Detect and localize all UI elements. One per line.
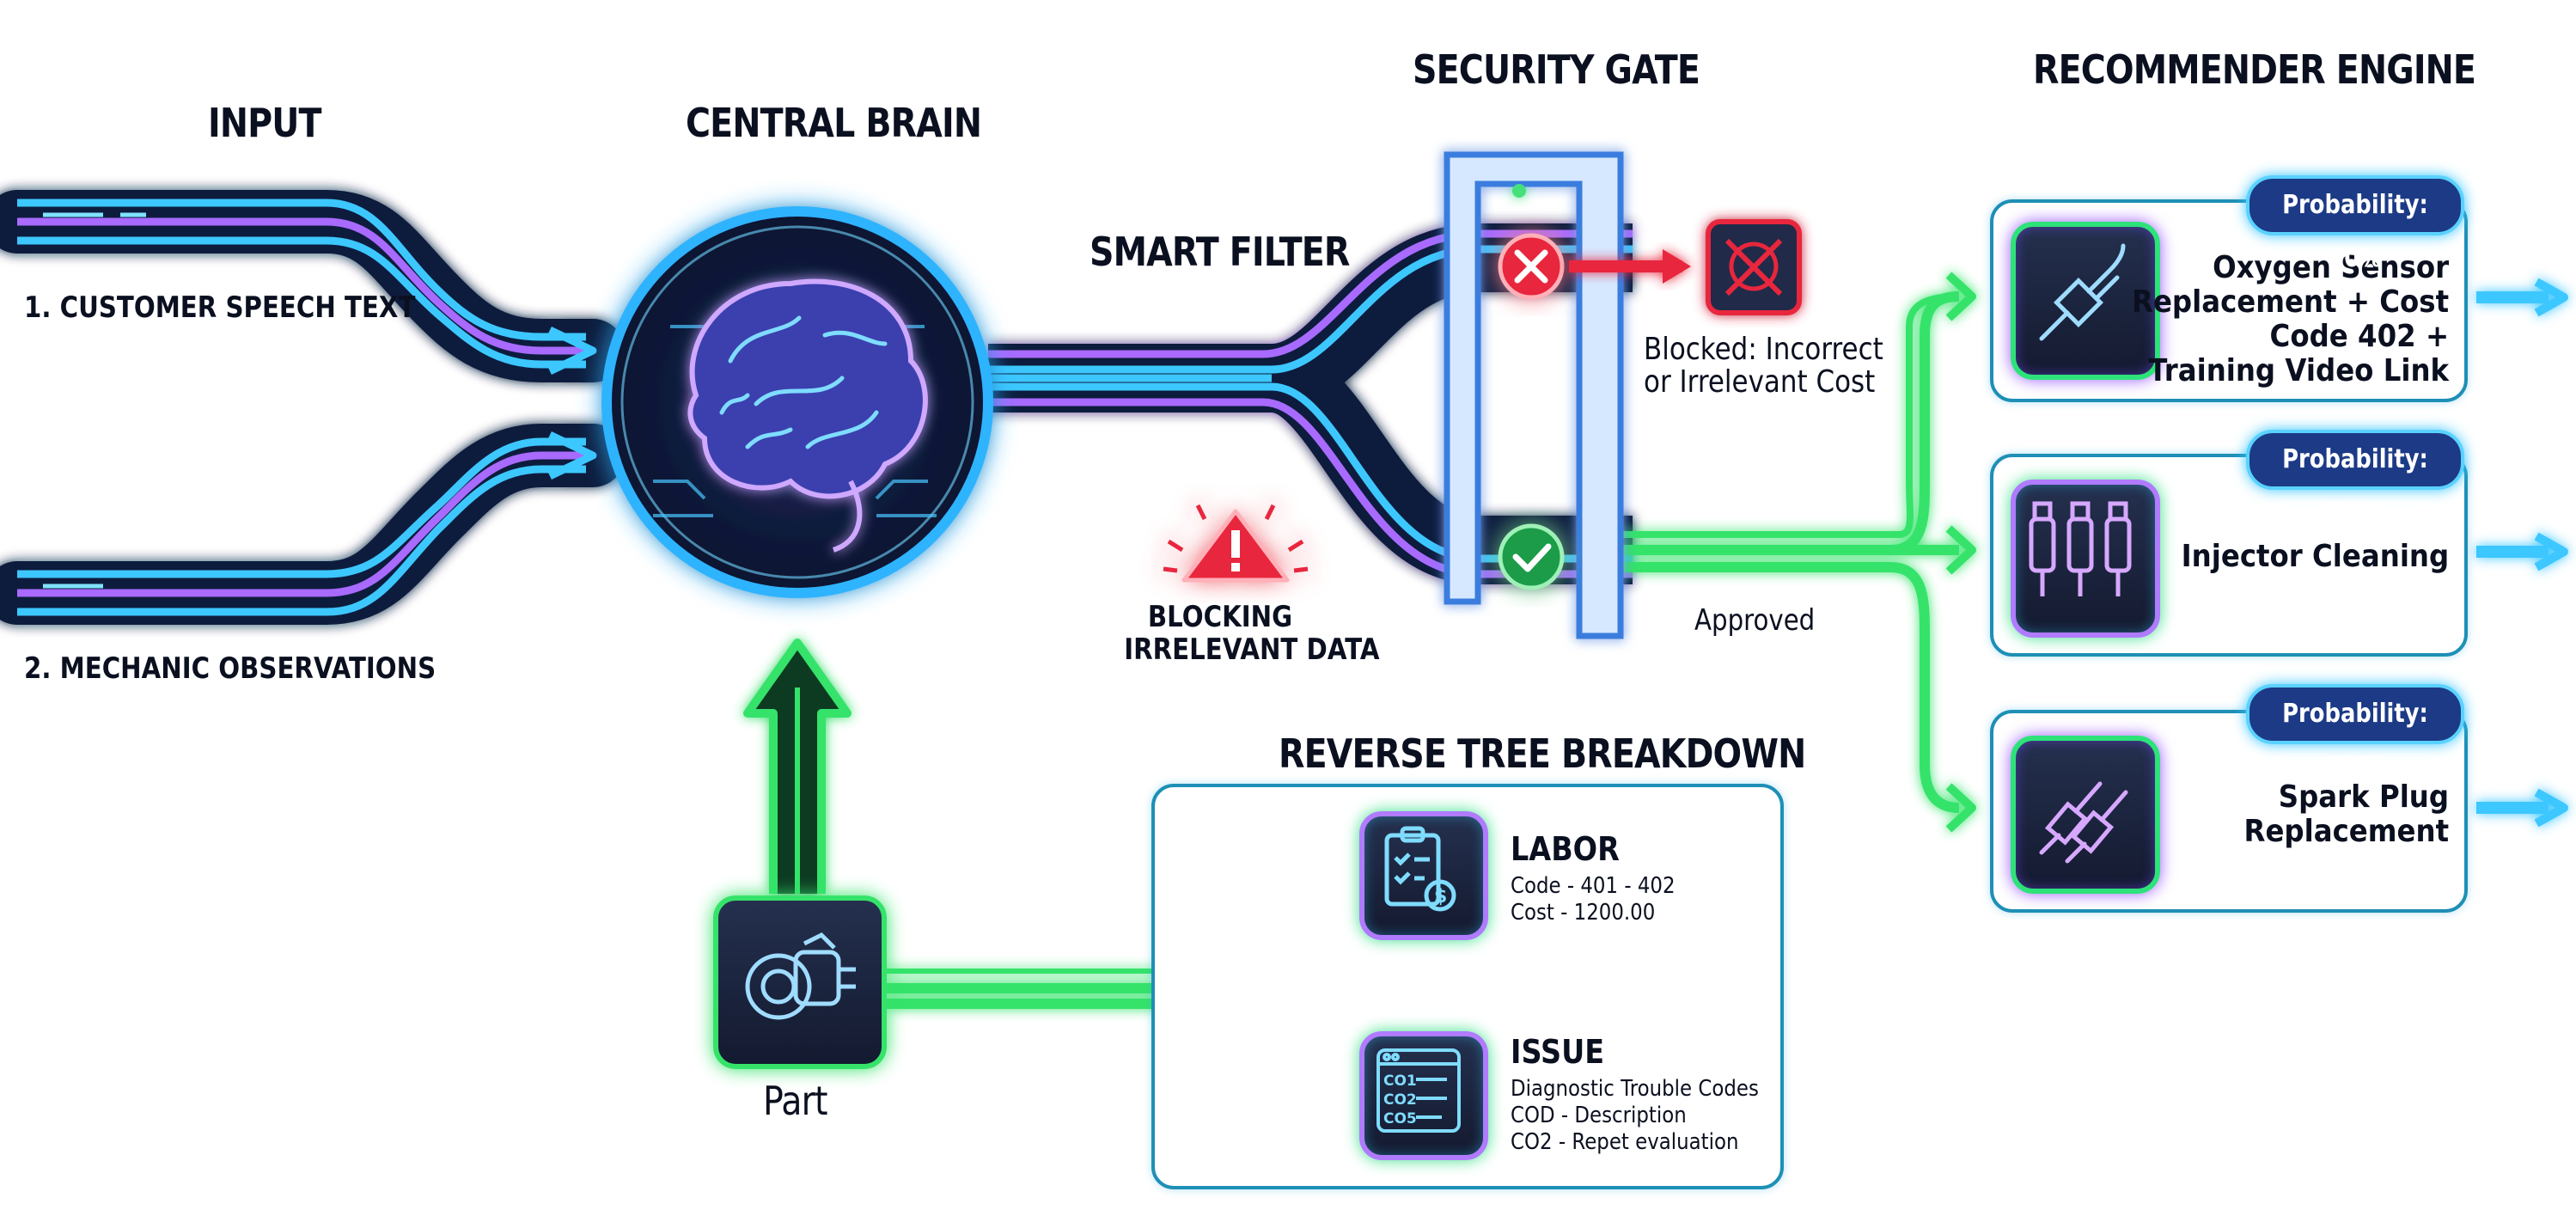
clipboard-cost-icon: $ (1359, 811, 1488, 940)
issue-line-2: COD - Description (1511, 1103, 1687, 1128)
recommendation-1-line-1: Oxygen Sensor (2213, 250, 2449, 285)
labor-title: LABOR (1511, 830, 1620, 868)
code-label-1: CO1 (1383, 1072, 1417, 1090)
input-title: INPUT (208, 100, 321, 146)
output-arrow-1 (2476, 278, 2568, 317)
recommendation-1-line-4: Training Video Link (2148, 353, 2449, 388)
code-label-2: CO2 (1383, 1091, 1417, 1109)
gate-title: SECURITY GATE (1413, 46, 1700, 93)
probability-badge-1: Probability: 90% (2246, 175, 2464, 273)
input-source-observations: 2. MECHANIC OBSERVATIONS (24, 651, 436, 686)
spark-plug-icon (2011, 736, 2160, 894)
approved-pipe (1615, 272, 1976, 833)
brain-icon (601, 206, 993, 598)
probability-badge-2: Probability: 70% (2246, 430, 2464, 528)
part-label: Part (763, 1078, 828, 1124)
filter-title: SMART FILTER (1090, 229, 1350, 275)
recommendation-3-line-1: Spark Plug (2278, 779, 2449, 815)
issue-line-3: CO2 - Repet evaluation (1511, 1129, 1739, 1155)
tree-title: REVERSE TREE BREAKDOWN (1279, 730, 1806, 777)
recommendation-3-line-2: Replacement (2243, 814, 2449, 849)
recommendation-1-text: Oxygen Sensor Replacement + Cost Code 40… (2132, 251, 2449, 388)
recommendation-1-line-3: Code 402 + (2269, 319, 2449, 354)
fuel-injector-icon (2011, 480, 2160, 638)
recommendation-2-line-1: Injector Cleaning (2181, 539, 2449, 574)
crossed-out-icon (1706, 219, 1802, 315)
brain-title: CENTRAL BRAIN (686, 100, 982, 146)
recommender-title: RECOMMENDER ENGINE (2033, 46, 2476, 93)
recommendation-2-text: Injector Cleaning (2181, 540, 2449, 574)
code-list-icon: CO1 CO2 CO5 (1359, 1031, 1488, 1160)
output-arrow-3 (2476, 788, 2568, 828)
engine-part-icon[interactable] (713, 895, 887, 1069)
check-circle-icon (1498, 523, 1565, 590)
input-pipe-observations (0, 424, 625, 625)
recommendation-card-3[interactable]: Spark Plug Replacement (1990, 710, 2468, 913)
issue-line-1: Diagnostic Trouble Codes (1511, 1076, 1759, 1102)
recommendation-3-text: Spark Plug Replacement (2243, 780, 2449, 849)
warning-line-2: IRRELEVANT DATA (1124, 632, 1380, 667)
labor-line-2: Cost - 1200.00 (1511, 900, 1656, 926)
warning-line-1: BLOCKING (1147, 600, 1293, 634)
code-label-3: CO5 (1383, 1110, 1417, 1128)
blocked-line-1: Blocked: Incorrect (1644, 332, 1883, 367)
security-gate-frame (1444, 151, 1624, 639)
output-arrow-2 (2476, 532, 2568, 571)
blocked-arrow (1569, 249, 1691, 284)
recommendation-card-1[interactable]: Oxygen Sensor Replacement + Cost Code 40… (1990, 199, 2468, 402)
x-circle-icon (1498, 233, 1565, 300)
svg-text:$: $ (1434, 886, 1447, 908)
input-source-speech: 1. CUSTOMER SPEECH TEXT (24, 290, 416, 325)
oxygen-sensor-icon (2011, 222, 2160, 380)
blocked-line-2: or Irrelevant Cost (1644, 364, 1876, 400)
recommendation-1-line-2: Replacement + Cost (2131, 284, 2449, 320)
part-to-brain-arrow (743, 639, 852, 894)
approved-label: Approved (1694, 603, 1816, 638)
warning-triangle-icon (1163, 504, 1309, 583)
probability-badge-3: Probability: 30% (2246, 684, 2464, 782)
recommendation-card-2[interactable]: Injector Cleaning (1990, 454, 2468, 657)
input-pipe-speech (0, 190, 625, 382)
reverse-tree-panel: $ LABOR Code - 401 - 402 Cost - 1200.00 … (1151, 784, 1784, 1189)
output-arrows (2476, 278, 2568, 828)
labor-line-1: Code - 401 - 402 (1511, 873, 1676, 899)
issue-title: ISSUE (1511, 1033, 1605, 1071)
